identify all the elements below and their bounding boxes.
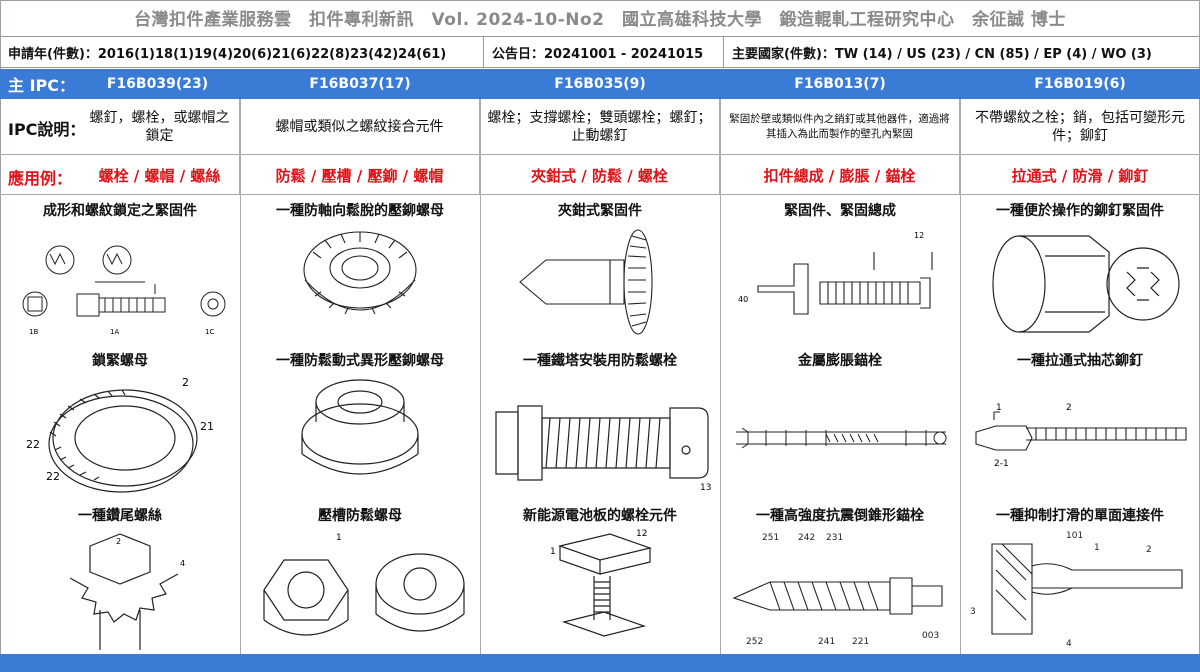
svg-text:1: 1 [1094, 543, 1100, 553]
svg-text:1A: 1A [110, 328, 119, 336]
application-3: 夾鉗式 / 防鬆 / 螺栓 [480, 155, 720, 195]
fig-title-4-2: 金屬膨脹錨栓 [720, 350, 960, 370]
application-2: 防鬆 / 壓槽 / 壓鉚 / 螺帽 [240, 155, 480, 195]
fastener-drawing: 1B 1A 1C [5, 222, 235, 344]
fig-title-1-2: 鎖緊螺母 [0, 350, 240, 370]
ipc-desc-2: 螺帽或類似之螺紋接合元件 [240, 99, 480, 155]
application-row: 應用例： 螺栓 / 螺帽 / 螺絲 防鬆 / 壓槽 / 壓鉚 / 螺帽 夾鉗式 … [0, 155, 1200, 195]
svg-text:12: 12 [914, 231, 924, 240]
svg-text:3: 3 [970, 607, 976, 617]
ipc-desc-label: IPC說明： [8, 116, 85, 140]
application-label: 應用例： [8, 165, 72, 189]
application-5: 拉通式 / 防滑 / 鉚釘 [960, 155, 1200, 195]
svg-text:252: 252 [746, 637, 763, 647]
ipc-code-3: F16B035(9) [480, 76, 720, 92]
application-years: 申請年(件數)：2016(1)18(1)19(4)20(6)21(6)22(8)… [0, 37, 484, 67]
fig-title-3-3: 新能源電池板的螺栓元件 [480, 505, 720, 525]
main-countries: 主要國家(件數)：TW (14) / US (23) / CN (85) / E… [724, 37, 1200, 67]
rivet-fastener-drawing [975, 222, 1185, 346]
svg-text:1C: 1C [205, 328, 214, 336]
ipc-description-row: IPC說明： 螺釘，螺栓，或螺帽之鎖定 螺帽或類似之螺紋接合元件 螺栓；支撐螺栓… [0, 99, 1200, 155]
fig-title-2-3: 壓槽防鬆螺母 [240, 505, 480, 525]
groove-nut-drawing: 1 [250, 526, 470, 652]
single-side-joint-drawing: 101 1 2 3 4 [962, 526, 1196, 652]
fig-title-2-1: 一種防軸向鬆脫的壓鉚螺母 [240, 200, 480, 220]
svg-text:101: 101 [1066, 531, 1083, 541]
page-title: 台灣扣件產業服務雲 扣件專利新訊 Vol. 2024-10-No2 國立高雄科技… [0, 0, 1200, 34]
fig-title-2-2: 一種防鬆動式異形壓鉚螺母 [240, 350, 480, 370]
ipc-code-4: F16B013(7) [720, 76, 960, 92]
tower-bolt-drawing: 13 [484, 372, 716, 500]
svg-text:2: 2 [1066, 403, 1072, 413]
ipc-desc-4: 緊固於壁或類似件內之銷釘或其他器件，適過將其插入為此而製作的壁孔內緊固 [720, 99, 960, 155]
application-1: 螺栓 / 螺帽 / 螺絲 [80, 155, 240, 195]
svg-text:231: 231 [826, 533, 843, 543]
drill-screw-drawing: 24 [40, 526, 200, 652]
svg-text:2: 2 [1146, 545, 1152, 555]
ipc-row-label: 主 IPC： [0, 72, 75, 96]
lock-nut-drawing: 2 21 22 22 [10, 372, 230, 500]
bottom-bar [0, 654, 1200, 672]
fastener-assembly-drawing: 40 12 [724, 222, 956, 346]
battery-bolt-drawing: 12 1 [530, 526, 670, 652]
blind-rivet-drawing: 1 2 2-1 [966, 372, 1194, 500]
divider [240, 99, 241, 654]
fig-title-5-1: 一種便於操作的鉚釘緊固件 [960, 200, 1200, 220]
svg-text:221: 221 [852, 637, 869, 647]
info-row: 申請年(件數)：2016(1)18(1)19(4)20(6)21(6)22(8)… [0, 36, 1200, 68]
ipc-desc-1: 螺釘，螺栓，或螺帽之鎖定 [80, 99, 240, 155]
svg-text:241: 241 [818, 637, 835, 647]
svg-text:2: 2 [116, 537, 121, 546]
fig-title-1-1: 成形和螺紋鎖定之緊固件 [0, 200, 240, 220]
svg-text:1: 1 [550, 547, 556, 557]
svg-text:251: 251 [762, 533, 779, 543]
fig-title-3-2: 一種鐵塔安裝用防鬆螺栓 [480, 350, 720, 370]
svg-text:2-1: 2-1 [994, 459, 1009, 469]
fig-title-4-1: 緊固件、緊固總成 [720, 200, 960, 220]
fig-title-5-2: 一種拉通式抽芯鉚釘 [960, 350, 1200, 370]
svg-text:12: 12 [636, 529, 647, 539]
fig-title-5-3: 一種抑制打滑的單面連接件 [960, 505, 1200, 525]
svg-text:21: 21 [200, 420, 214, 433]
svg-text:4: 4 [1066, 639, 1072, 649]
divider [480, 99, 481, 654]
ipc-code-2: F16B037(17) [240, 76, 480, 92]
rivet-nut-2-drawing [290, 372, 430, 500]
svg-text:22: 22 [26, 438, 40, 451]
cone-anchor-drawing: 251 242 231 252 241 221 003 [726, 526, 956, 652]
svg-text:242: 242 [798, 533, 815, 543]
rivet-nut-drawing [285, 222, 435, 346]
announce-date: 公告日：20241001 - 20241015 [484, 37, 724, 67]
svg-text:40: 40 [738, 295, 748, 304]
svg-text:1B: 1B [29, 328, 38, 336]
ipc-code-1: F16B039(23) [75, 76, 240, 92]
divider [720, 99, 721, 654]
ipc-desc-3: 螺栓；支撐螺栓；雙頭螺栓；螺釘；止動螺釘 [480, 99, 720, 155]
svg-text:13: 13 [700, 483, 711, 493]
application-4: 扣件總成 / 膨脹 / 錨栓 [720, 155, 960, 195]
divider [960, 99, 961, 654]
svg-text:1: 1 [996, 403, 1002, 413]
ipc-header-row: 主 IPC： F16B039(23) F16B037(17) F16B035(9… [0, 69, 1200, 99]
svg-text:4: 4 [180, 559, 185, 568]
expansion-anchor-drawing [726, 372, 956, 500]
fig-title-1-3: 一種鑽尾螺絲 [0, 505, 240, 525]
fig-title-4-3: 一種高強度抗震倒錐形錨栓 [720, 505, 960, 525]
svg-text:1: 1 [336, 533, 342, 543]
svg-text:003: 003 [922, 631, 939, 641]
svg-text:2: 2 [182, 376, 189, 389]
ipc-desc-5: 不帶螺紋之栓；銷，包括可變形元件；鉚釘 [960, 99, 1200, 155]
clamp-fastener-drawing [510, 222, 690, 346]
svg-text:22: 22 [46, 470, 60, 483]
ipc-code-5: F16B019(6) [960, 76, 1200, 92]
fig-title-3-1: 夾鉗式緊固件 [480, 200, 720, 220]
